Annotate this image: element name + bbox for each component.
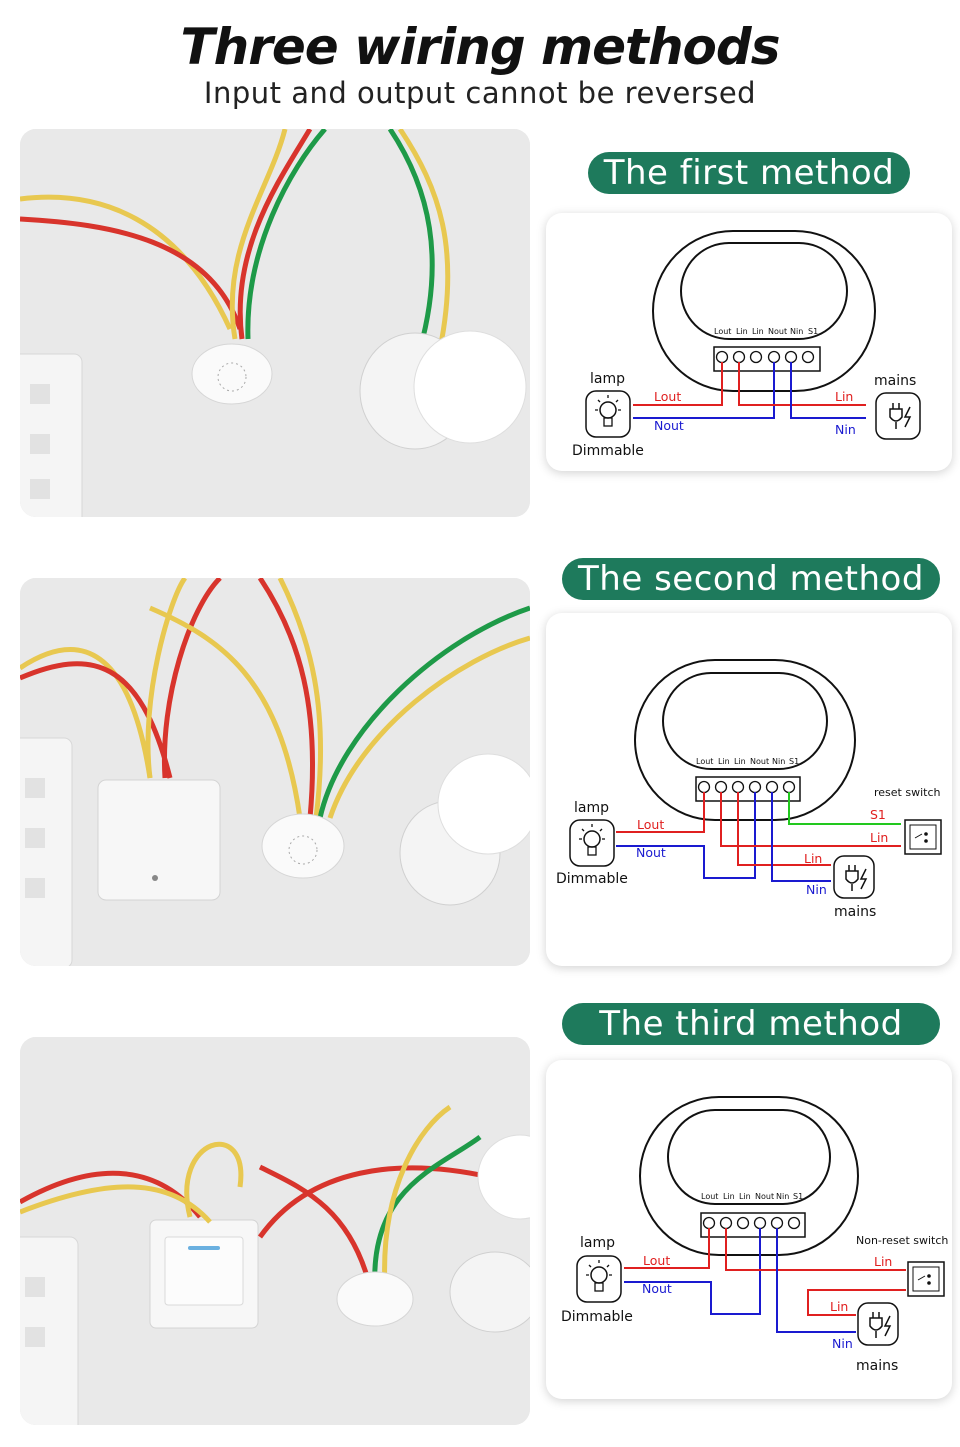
mains-label: mains xyxy=(874,373,916,389)
mains-label: mains xyxy=(856,1358,898,1374)
svg-text:S1: S1 xyxy=(789,757,799,766)
svg-text:Nin: Nin xyxy=(772,757,785,766)
lamp-label: lamp xyxy=(580,1235,615,1251)
svg-text:Lin: Lin xyxy=(718,757,730,766)
lamp-icon xyxy=(569,819,615,867)
label-nin: Nin xyxy=(832,1336,853,1351)
svg-text:Lin: Lin xyxy=(723,1192,735,1201)
lamp-label: lamp xyxy=(590,371,625,387)
svg-text:S1: S1 xyxy=(793,1192,803,1201)
dimmable-label: Dimmable xyxy=(556,871,628,887)
svg-text:Nout: Nout xyxy=(755,1192,774,1201)
svg-text:Lin: Lin xyxy=(739,1192,751,1201)
page-subtitle: Input and output cannot be reversed xyxy=(203,76,757,110)
plug-icon xyxy=(833,855,875,899)
wire-nin xyxy=(771,792,831,882)
wire-lout xyxy=(624,1228,710,1269)
label-lin: Lin xyxy=(830,1299,848,1314)
label-nin: Nin xyxy=(806,882,827,897)
wiring-diagram-third: Lout Lin Lin Nout Nin S1 Lout Nout Lin L… xyxy=(546,1060,952,1399)
wire-nout xyxy=(624,1228,761,1315)
switch-label: Non-reset switch xyxy=(856,1234,948,1247)
wiring-diagram-second: Lout Lin Lin Nout Nin S1 Lout Nout S1 Li… xyxy=(546,613,952,966)
label-lin-switch: Lin xyxy=(870,830,888,845)
label-nout: Nout xyxy=(636,845,666,860)
photo-third-method xyxy=(20,1037,530,1425)
svg-text:Nout: Nout xyxy=(768,327,787,336)
svg-text:Nout: Nout xyxy=(750,757,769,766)
switch-label: reset switch xyxy=(874,786,941,799)
svg-text:Lout: Lout xyxy=(714,327,731,336)
lamp-label: lamp xyxy=(574,800,609,816)
switch-icon xyxy=(904,819,942,855)
photo-second-method xyxy=(20,578,530,966)
lamp-icon xyxy=(576,1255,622,1303)
wire-lin xyxy=(807,1289,906,1316)
mains-label: mains xyxy=(834,904,876,920)
wire-nout xyxy=(633,362,775,419)
wire-lin-switch xyxy=(720,792,901,847)
photo-first-method xyxy=(20,129,530,517)
label-lin-switch: Lin xyxy=(874,1254,892,1269)
heading-second-method: The second method xyxy=(562,558,940,600)
label-s1: S1 xyxy=(870,807,886,822)
terminal-labels: Lout Lin Lin Nout Nin S1 xyxy=(696,757,799,766)
wire-lout xyxy=(633,362,723,406)
wire-lin xyxy=(738,362,866,406)
wire-s1 xyxy=(788,792,901,825)
svg-text:Lin: Lin xyxy=(734,757,746,766)
heading-first-method: The first method xyxy=(588,152,910,194)
wire-nout xyxy=(616,792,756,879)
dimmable-label: Dimmable xyxy=(561,1309,633,1325)
heading-third-method: The third method xyxy=(562,1003,940,1045)
label-nout: Nout xyxy=(654,418,684,433)
svg-text:Nin: Nin xyxy=(790,327,803,336)
wire-lin xyxy=(737,792,831,866)
wire-lin-switch xyxy=(725,1228,906,1271)
dimmable-label: Dimmable xyxy=(572,443,644,459)
label-lin: Lin xyxy=(804,851,822,866)
svg-text:Lin: Lin xyxy=(752,327,764,336)
terminal-block xyxy=(700,1212,806,1238)
wire-nin xyxy=(790,362,866,419)
page-title: Three wiring methods xyxy=(180,18,781,76)
wire-nin xyxy=(776,1228,856,1333)
wire-lout xyxy=(616,792,705,833)
terminal-block xyxy=(695,776,801,802)
label-lout: Lout xyxy=(654,389,681,404)
wiring-diagram-first: Lout Lin Lin Nout Nin S1 Lout Nout Lin N… xyxy=(546,213,952,471)
label-lout: Lout xyxy=(643,1253,670,1268)
terminal-labels: Lout Lin Lin Nout Nin S1 xyxy=(701,1192,803,1201)
svg-text:Lin: Lin xyxy=(736,327,748,336)
plug-icon xyxy=(857,1302,899,1346)
svg-text:Nin: Nin xyxy=(776,1192,789,1201)
plug-icon xyxy=(875,392,921,440)
lamp-icon xyxy=(585,390,631,438)
svg-text:S1: S1 xyxy=(808,327,818,336)
label-nin: Nin xyxy=(835,422,856,437)
label-lin: Lin xyxy=(835,389,853,404)
switch-icon xyxy=(907,1261,945,1297)
svg-text:Lout: Lout xyxy=(701,1192,718,1201)
label-lout: Lout xyxy=(637,817,664,832)
terminal-labels: Lout Lin Lin Nout Nin S1 xyxy=(714,327,818,336)
svg-text:Lout: Lout xyxy=(696,757,713,766)
label-nout: Nout xyxy=(642,1281,672,1296)
